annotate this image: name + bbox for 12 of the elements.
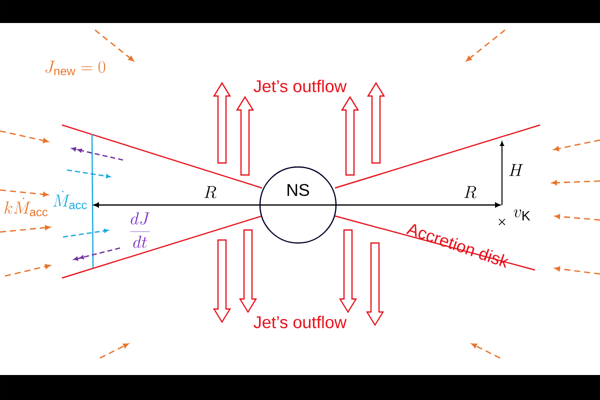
velocity-label: $v_{\mathrm{K}}$ [514,210,530,220]
formula-label: $\frac{dJ}{dt}$ [130,212,150,248]
text-label: Jet’s outflow [254,80,347,92]
text-label: Jet’s outflow [254,316,347,328]
formula-label: $J_{\mathrm{new}}=0$ [46,60,106,76]
formula-label: $k\dot{M}_{\mathrm{acc}}$ [4,198,48,216]
formula-label: $\dot{M}_{\mathrm{acc}}$ [53,190,87,210]
dimension-label: $H$ [509,164,524,176]
dimension-label: $R$ [464,186,476,198]
neutron-star-circle [259,166,337,244]
dimension-label: $R$ [204,186,216,198]
node-label: NS [288,184,310,196]
